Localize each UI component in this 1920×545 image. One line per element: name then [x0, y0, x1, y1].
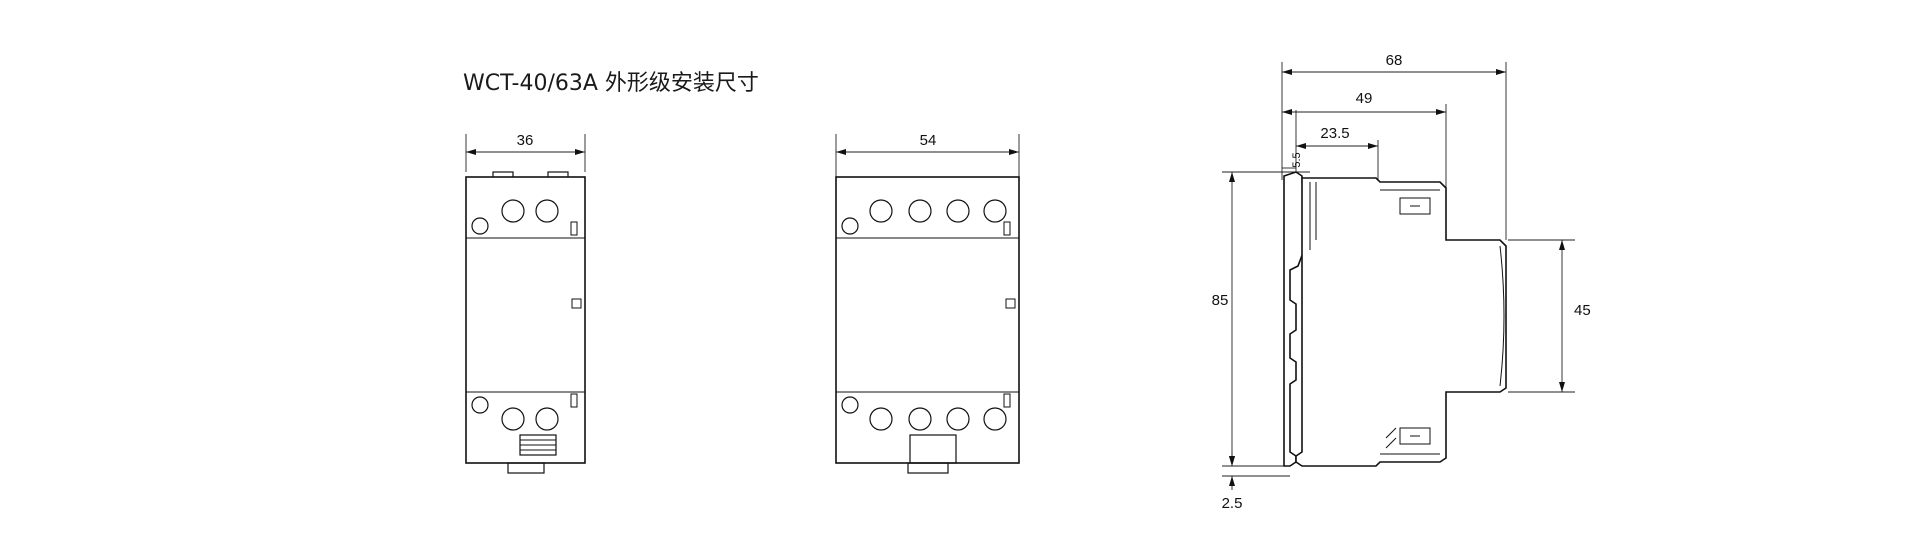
front-view-4p: 54 [835, 132, 1020, 474]
terminal-screw [983, 407, 1007, 431]
terminal-screw [501, 407, 525, 431]
terminal-screw [501, 199, 525, 223]
din-clip [907, 462, 949, 474]
height-dimension: 85 [1212, 292, 1229, 309]
din-clip [507, 462, 545, 474]
front-view-2p: 36 [465, 132, 586, 474]
status-indicator [571, 298, 582, 309]
housing-outline [1295, 177, 1507, 467]
terminal-screw [535, 407, 559, 431]
width-dimension-4p: 54 [920, 132, 937, 149]
depth-dimension-front: 23.5 [1320, 125, 1349, 142]
drawing-title: WCT-40/63A 外形级安装尺寸 [463, 71, 759, 96]
status-indicator [1005, 298, 1016, 309]
side-view: 68 49 23.5 5.5 85 45 2.5 [1212, 52, 1591, 512]
terminal-screw [908, 199, 932, 223]
terminal-screw [946, 407, 970, 431]
terminal-screw [983, 199, 1007, 223]
width-dimension-2p: 36 [517, 132, 534, 149]
depth-dimension-total: 68 [1386, 52, 1403, 69]
terminal-screw [841, 217, 859, 235]
terminal-screw [869, 199, 893, 223]
terminal-screw [841, 396, 859, 414]
depth-dimension-mid: 49 [1356, 90, 1373, 107]
terminal-screw [535, 199, 559, 223]
terminal-screw [869, 407, 893, 431]
terminal-screw [908, 407, 932, 431]
offset-dimension: 5.5 [1291, 152, 1303, 167]
bottom-dimension: 2.5 [1222, 495, 1243, 512]
terminal-screw [946, 199, 970, 223]
side-profile-outline [1283, 171, 1305, 467]
terminal-screw [471, 217, 489, 235]
terminal-screw [471, 396, 489, 414]
rail-height-dimension: 45 [1574, 302, 1591, 319]
